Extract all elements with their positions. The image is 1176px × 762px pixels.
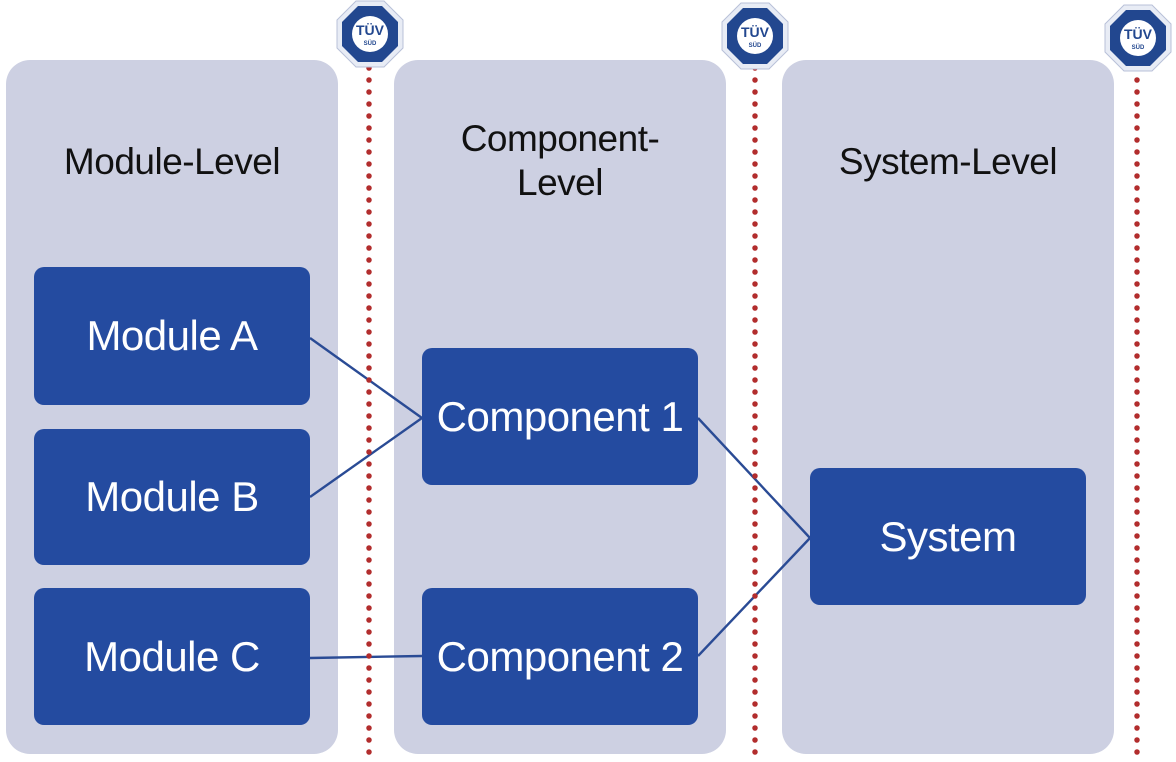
- tuv-sud-badge-icon: TÜV SÜD: [336, 0, 404, 68]
- module-b-box: Module B: [34, 429, 310, 565]
- module-level-title: Module-Level: [63, 141, 281, 182]
- badge-line-1: TÜV: [1124, 26, 1153, 42]
- badge-line-1: TÜV: [356, 22, 385, 38]
- component-level-title-line-2: Level: [517, 162, 603, 203]
- system-box: System: [810, 468, 1086, 605]
- system-level-title: System-Level: [838, 141, 1058, 182]
- system-level-column: [782, 60, 1114, 754]
- module-c-box: Module C: [34, 588, 310, 725]
- badge-line-1: TÜV: [741, 24, 770, 40]
- badge-line-2: SÜD: [1132, 44, 1145, 51]
- badge-line-2: SÜD: [364, 40, 377, 47]
- component-level-title-line-1: Component-: [460, 118, 660, 159]
- component-2-box: Component 2: [422, 588, 698, 725]
- component-level-title: Component- Level: [394, 117, 726, 205]
- tuv-sud-badge-icon: TÜV SÜD: [1104, 4, 1172, 72]
- component-1-box: Component 1: [422, 348, 698, 485]
- module-a-box: Module A: [34, 267, 310, 405]
- badge-line-2: SÜD: [749, 42, 762, 49]
- tuv-sud-badge-icon: TÜV SÜD: [721, 2, 789, 70]
